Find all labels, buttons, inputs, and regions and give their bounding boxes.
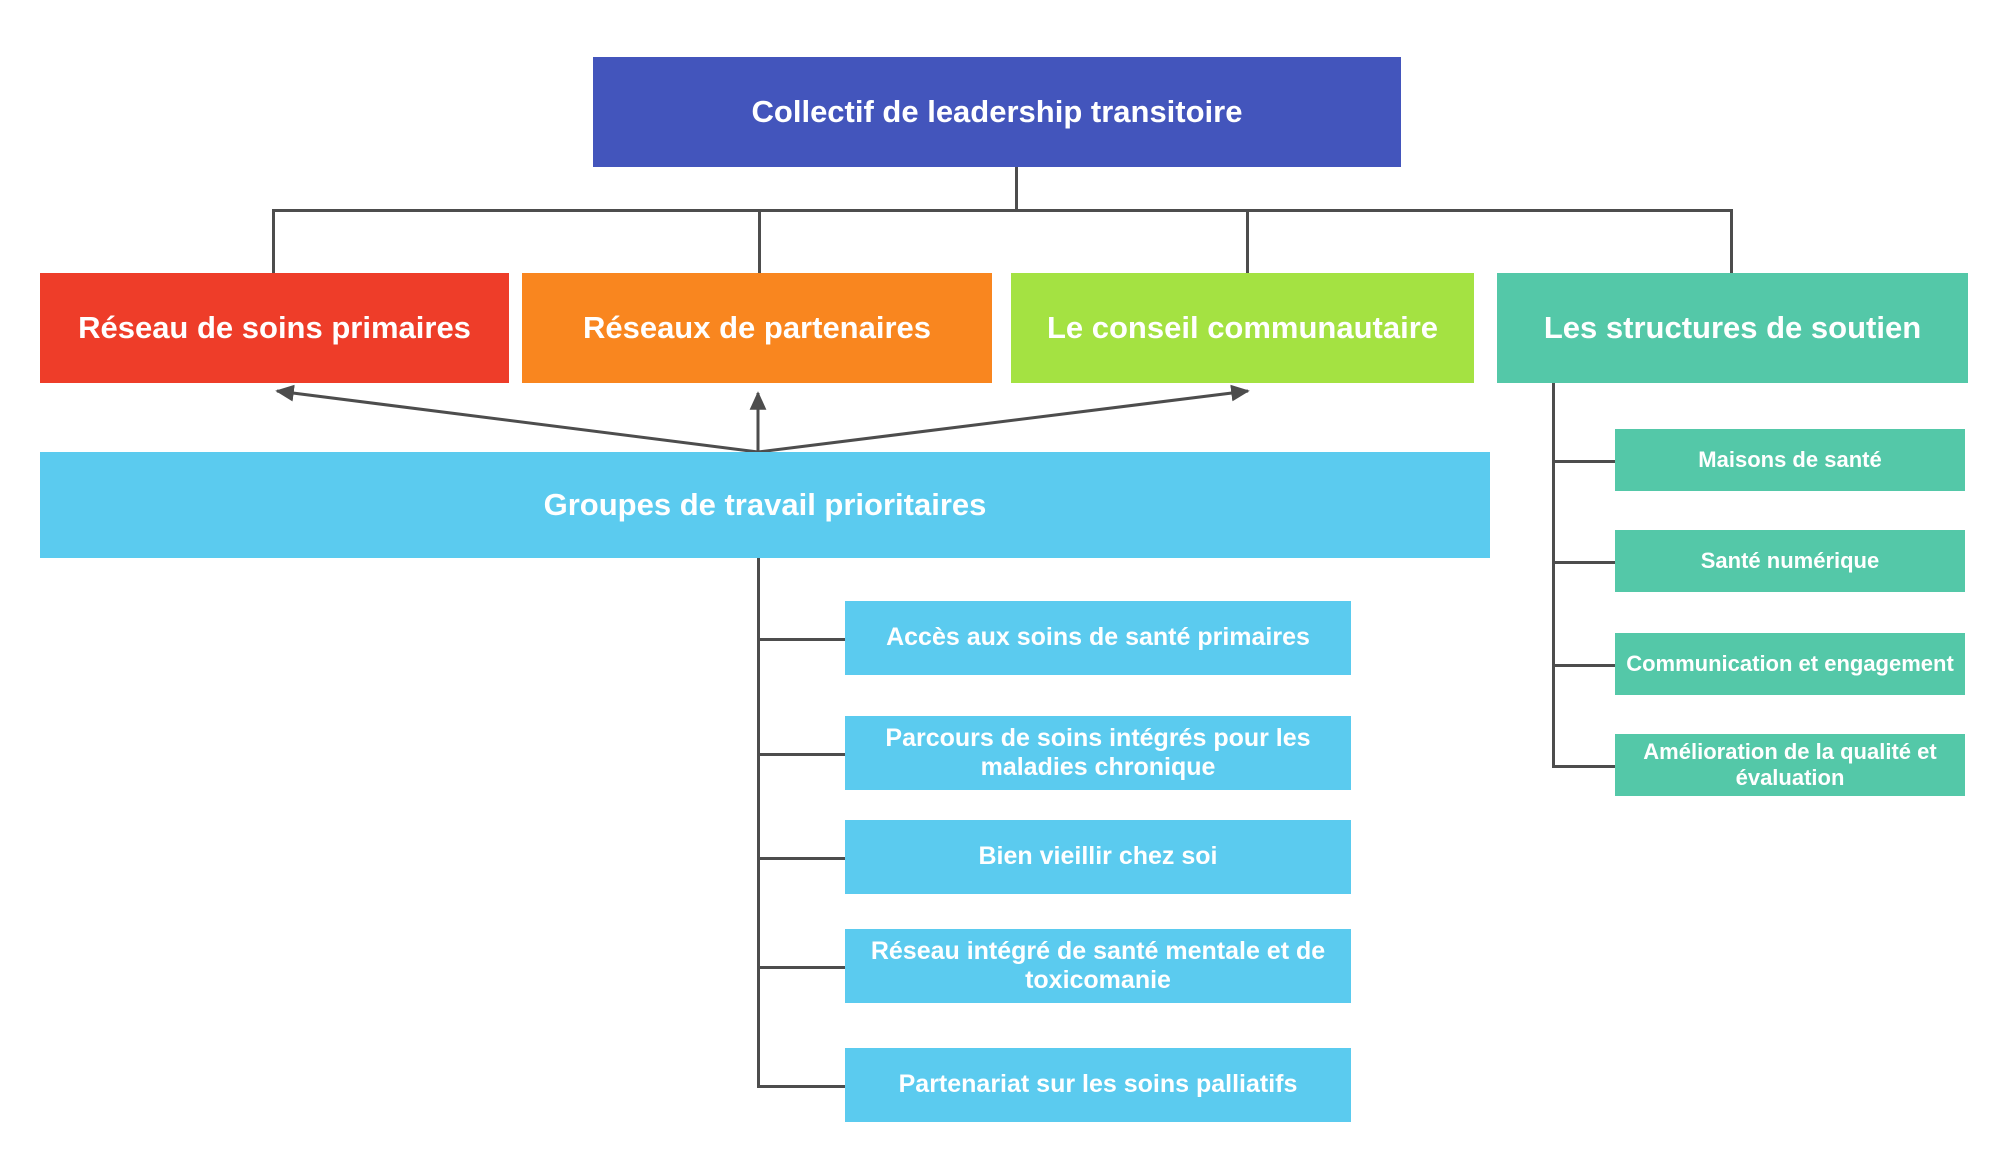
node-label: Partenariat sur les soins palliatifs xyxy=(898,1070,1298,1099)
node-priority-working-groups[interactable]: Groupes de travail prioritaires xyxy=(40,452,1490,558)
connector-working-group-branch-4 xyxy=(757,966,847,969)
node-label: Santé numérique xyxy=(1700,548,1880,574)
connector-working-group-branch-2 xyxy=(757,753,847,756)
node-support-structure-item[interactable]: Maisons de santé xyxy=(1615,429,1965,491)
node-working-group-item[interactable]: Parcours de soins intégrés pour les mala… xyxy=(845,716,1351,790)
node-primary-care-network[interactable]: Réseau de soins primaires xyxy=(40,273,509,383)
node-label: Groupes de travail prioritaires xyxy=(543,486,987,522)
connector-root-stem xyxy=(1015,167,1018,211)
connector-support-branch-4 xyxy=(1552,765,1618,768)
node-label: Réseaux de partenaires xyxy=(582,309,932,345)
connector-pillar-bus xyxy=(272,209,1733,212)
arrow-to-community-council xyxy=(757,384,1250,454)
connector-working-group-branch-1 xyxy=(757,638,847,641)
connector-working-groups-trunk xyxy=(757,557,760,1088)
node-label: Parcours de soins intégrés pour les mala… xyxy=(885,723,1311,782)
node-label: Réseau intégré de santé mentale et de to… xyxy=(870,936,1326,995)
node-partner-networks[interactable]: Réseaux de partenaires xyxy=(522,273,992,383)
node-label: Accès aux soins de santé primaires xyxy=(886,623,1310,652)
connector-drop-primary-care xyxy=(272,209,275,275)
arrow-to-primary-care xyxy=(275,384,759,454)
connector-drop-community-council xyxy=(1246,209,1249,275)
connector-working-group-branch-5 xyxy=(757,1085,847,1088)
node-support-structure-item[interactable]: Communication et engagement xyxy=(1615,633,1965,695)
node-label: Collectif de leadership transitoire xyxy=(751,93,1243,129)
connector-working-group-branch-3 xyxy=(757,857,847,860)
connector-drop-support-structures xyxy=(1730,209,1733,275)
connector-support-branch-2 xyxy=(1552,561,1618,564)
node-community-council[interactable]: Le conseil communautaire xyxy=(1011,273,1474,383)
node-label: Les structures de soutien xyxy=(1543,309,1922,345)
node-support-structures[interactable]: Les structures de soutien xyxy=(1497,273,1968,383)
node-working-group-item[interactable]: Réseau intégré de santé mentale et de to… xyxy=(845,929,1351,1003)
node-label: Amélioration de la qualité et évaluation xyxy=(1643,739,1937,790)
node-working-group-item[interactable]: Bien vieillir chez soi xyxy=(845,820,1351,894)
node-leadership-collective[interactable]: Collectif de leadership transitoire xyxy=(593,57,1401,167)
node-label: Maisons de santé xyxy=(1698,447,1882,473)
node-label: Communication et engagement xyxy=(1626,651,1954,677)
node-label: Réseau de soins primaires xyxy=(78,309,471,345)
node-label: Bien vieillir chez soi xyxy=(978,842,1218,871)
node-working-group-item[interactable]: Accès aux soins de santé primaires xyxy=(845,601,1351,675)
node-support-structure-item[interactable]: Santé numérique xyxy=(1615,530,1965,592)
node-support-structure-item[interactable]: Amélioration de la qualité et évaluation xyxy=(1615,734,1965,796)
connector-support-branch-1 xyxy=(1552,460,1618,463)
node-label: Le conseil communautaire xyxy=(1046,309,1439,345)
node-working-group-item[interactable]: Partenariat sur les soins palliatifs xyxy=(845,1048,1351,1122)
connector-drop-partner-networks xyxy=(758,209,761,275)
connector-support-trunk xyxy=(1552,383,1555,767)
connector-support-branch-3 xyxy=(1552,664,1618,667)
